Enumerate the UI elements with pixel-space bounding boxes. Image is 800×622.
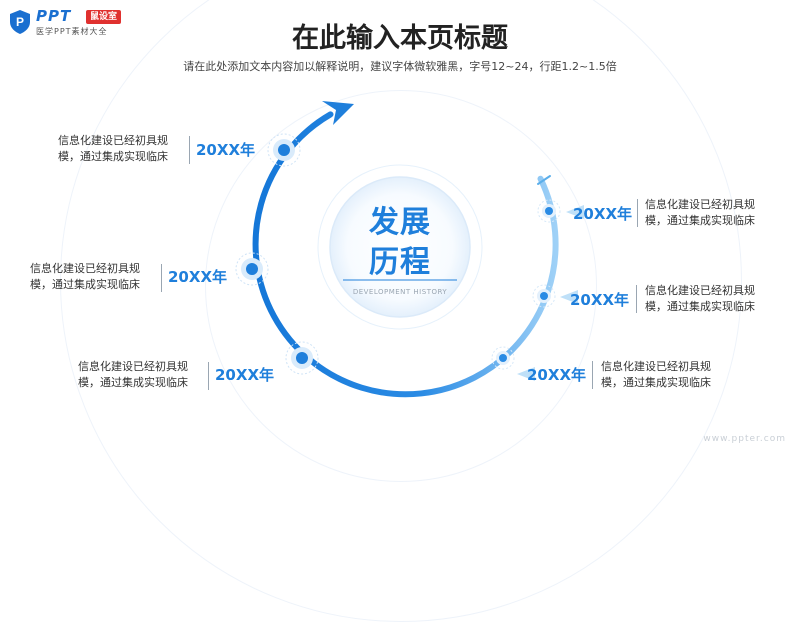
milestone-6-flag — [517, 367, 535, 381]
milestone-1-text: 信息化建设已经初具规模，通过集成实现临床 — [58, 134, 168, 163]
milestone-node-1 — [267, 133, 301, 167]
milestone-4-text: 信息化建设已经初具规模，通过集成实现临床 — [645, 198, 755, 227]
milestone-node-2 — [235, 252, 269, 286]
milestone-4-year: 20XX年 — [573, 205, 633, 223]
milestone-3-text: 信息化建设已经初具规模，通过集成实现临床 — [78, 360, 188, 389]
watermark: www.ppter.com — [703, 434, 786, 444]
page-title: 在此输入本页标题 — [292, 23, 508, 54]
center-title-line2: 历程 — [369, 245, 431, 280]
milestone-6-separator — [592, 361, 593, 389]
logo-tagline: 医学PPT素材大全 — [36, 27, 108, 36]
timeline-arc — [252, 111, 559, 398]
milestone-node-3 — [285, 341, 319, 375]
milestone-2-text: 信息化建设已经初具规模，通过集成实现临床 — [30, 262, 140, 291]
center-circle — [329, 176, 471, 318]
milestone-4-separator — [637, 199, 638, 227]
milestone-1-year: 20XX年 — [196, 141, 256, 159]
milestone-5-text: 信息化建设已经初具规模，通过集成实现临床 — [645, 284, 755, 313]
milestone-5-year: 20XX年 — [570, 291, 630, 309]
logo-badge: 鼠设室 — [86, 10, 122, 24]
milestone-node-6 — [491, 346, 515, 370]
milestone-node-4 — [537, 199, 561, 223]
milestone-6-text: 信息化建设已经初具规模，通过集成实现临床 — [601, 360, 711, 389]
milestone-2-separator — [161, 264, 162, 292]
svg-text:P: P — [16, 15, 24, 29]
center-circle-halo — [317, 164, 483, 330]
center-subtitle-english: DEVELOPMENT HISTORY — [352, 288, 448, 296]
milestone-3-year: 20XX年 — [215, 366, 275, 384]
milestone-3-separator — [208, 362, 209, 390]
center-title-line1: 发展 — [369, 205, 431, 240]
logo-brand-text: PPT — [36, 7, 72, 25]
milestone-node-5 — [532, 284, 556, 308]
brand-logo: P PPT 鼠设室 医学PPT素材大全 — [8, 7, 133, 38]
milestone-4-flag — [566, 205, 584, 219]
milestone-6-year: 20XX年 — [527, 366, 587, 384]
timeline-diagram — [235, 101, 561, 398]
milestone-5-flag — [560, 290, 578, 304]
shield-icon: P — [10, 10, 30, 34]
milestone-2-year: 20XX年 — [168, 268, 228, 286]
milestone-1-separator — [189, 136, 190, 164]
arrowhead-icon — [322, 101, 354, 125]
timeline-arc-end-mark — [537, 175, 551, 185]
milestone-5-separator — [636, 285, 637, 313]
page-subtitle: 请在此处添加文本内容加以解释说明，建议字体微软雅黑，字号12~24，行距1.2~… — [183, 60, 617, 73]
